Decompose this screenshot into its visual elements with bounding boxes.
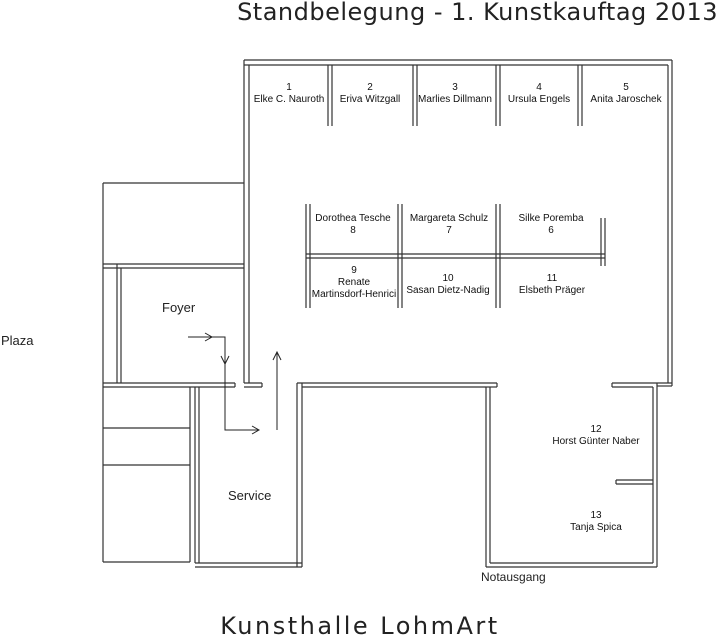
stand-number: 5 [623,82,629,93]
stand-exhibitor: Tanja Spica [570,522,622,533]
service-label: Service [228,488,272,503]
stand-exhibitor: Horst Günter Naber [552,436,640,447]
venue-name: Kunsthalle LohmArt [220,612,500,640]
stand-number: 10 [442,273,454,284]
stand-exhibitor: Margareta Schulz [409,213,489,224]
stand-exhibitor-line2: Martinsdorf-Henrici [311,289,397,300]
stand-5: 5 Anita Jaroschek [576,82,676,106]
stand-exhibitor: Marlies Dillmann [418,94,492,105]
stand-number: 9 [351,265,357,276]
stand-number: 8 [350,225,356,236]
stand-7: Margareta Schulz 7 [399,213,499,237]
stand-exhibitor: Dorothea Tesche [315,213,391,224]
stand-exhibitor: Renate [337,277,371,288]
stand-1: 1 Elke C. Nauroth [239,82,339,106]
stand-exhibitor: Silke Poremba [518,213,584,224]
stand-number: 4 [536,82,542,93]
stand-exhibitor: Eriva Witzgall [339,94,401,105]
stand-number: 3 [452,82,458,93]
walls [102,59,673,568]
foyer-label: Foyer [162,300,196,315]
stand-exhibitor: Elsbeth Präger [518,285,586,296]
stand-13: 13 Tanja Spica [536,510,656,534]
stand-exhibitor: Sasan Dietz-Nadig [406,285,490,296]
stand-9: 9 Renate Martinsdorf-Henrici [304,265,404,301]
walkway-arrows [188,332,282,435]
stand-12: 12 Horst Günter Naber [536,424,656,448]
stand-exhibitor: Anita Jaroschek [590,94,662,105]
stand-11: 11 Elsbeth Präger [502,273,602,297]
stand-number: 12 [590,424,602,435]
stand-number: 11 [546,273,558,284]
stand-number: 2 [367,82,373,93]
page-title: Standbelegung - 1. Kunstkauftag 2013 [237,0,718,26]
stand-number: 13 [590,510,602,521]
stand-exhibitor: Elke C. Nauroth [253,94,325,105]
stand-2: 2 Eriva Witzgall [320,82,420,106]
stand-10: 10 Sasan Dietz-Nadig [398,273,498,297]
stand-number: 1 [286,82,292,93]
stand-6: Silke Poremba 6 [501,213,601,237]
stand-number: 6 [548,225,554,236]
stand-4: 4 Ursula Engels [489,82,589,106]
stand-8: Dorothea Tesche 8 [303,213,403,237]
emergency-exit-label: Notausgang [481,570,546,584]
plaza-label: Plaza [1,333,34,348]
stand-number: 7 [446,225,452,236]
stand-exhibitor: Ursula Engels [507,94,571,105]
stand-3: 3 Marlies Dillmann [405,82,505,106]
